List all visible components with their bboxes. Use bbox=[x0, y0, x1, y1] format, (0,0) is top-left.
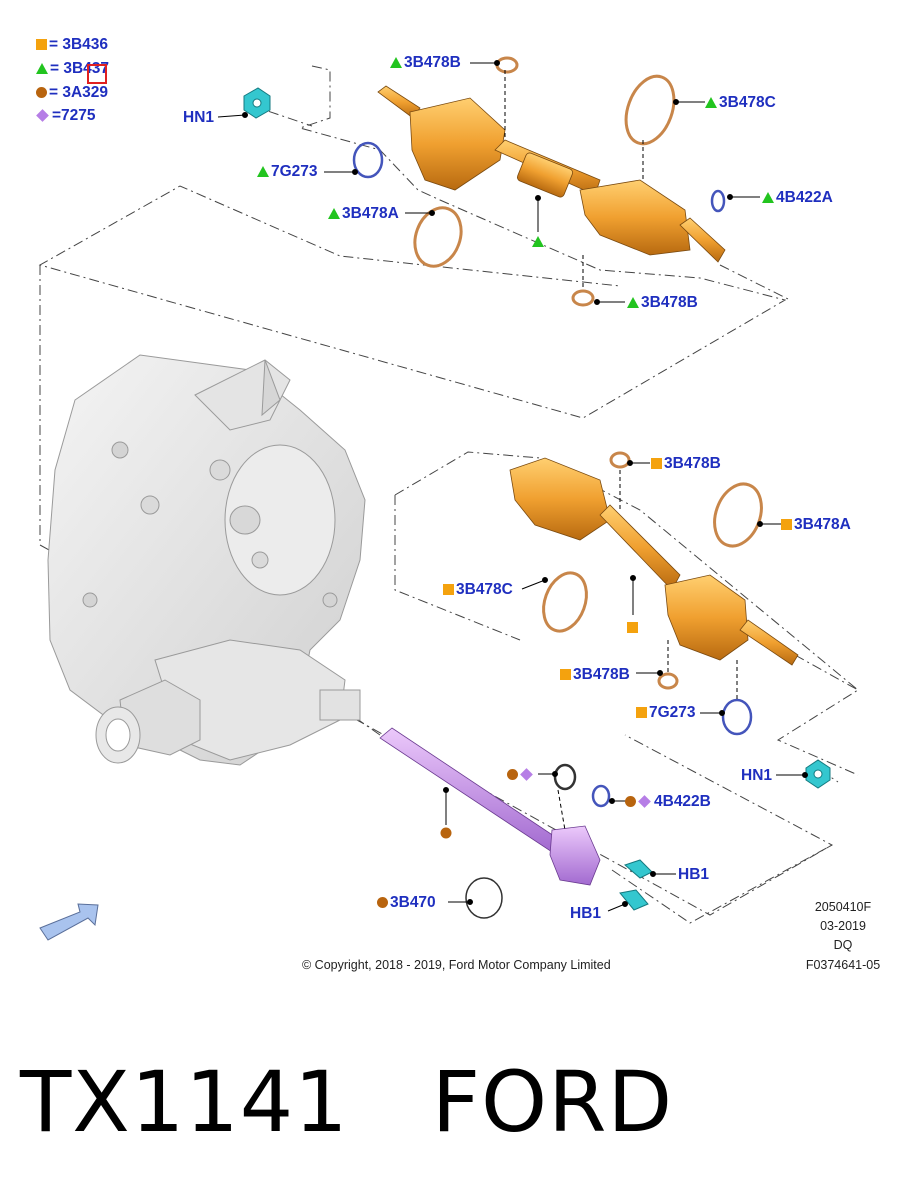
square-marker-icon bbox=[636, 707, 647, 719]
callout-7275-ring[interactable] bbox=[507, 766, 536, 784]
legend-diamond: =7275 bbox=[36, 107, 96, 125]
diagram-date: 03-2019 bbox=[820, 919, 866, 933]
square-marker-icon bbox=[36, 39, 47, 51]
triangle-marker-icon bbox=[390, 57, 402, 69]
circle-marker-icon bbox=[36, 87, 47, 99]
triangle-marker-icon bbox=[762, 192, 774, 204]
triangle-marker-icon bbox=[257, 166, 269, 178]
callout-3b478c-top[interactable]: 3B478C bbox=[705, 94, 776, 112]
exploded-parts-diagram bbox=[38, 56, 859, 941]
callout-3b478b-mid2[interactable]: 3B478B bbox=[560, 666, 630, 684]
top-driveshaft bbox=[377, 85, 726, 263]
square-marker-icon bbox=[651, 458, 662, 470]
legend-circle: = 3A329 bbox=[36, 84, 108, 102]
transmission-housing bbox=[47, 354, 366, 766]
middle-driveshaft bbox=[509, 457, 799, 666]
diamond-marker-icon bbox=[520, 768, 533, 782]
callout-hb1-a[interactable]: HB1 bbox=[678, 866, 710, 883]
bolt-icon bbox=[619, 859, 653, 911]
circle-marker-icon bbox=[377, 897, 388, 909]
callout-7g273-top[interactable]: 7G273 bbox=[257, 163, 318, 181]
callout-3b478b-mid[interactable]: 3B478B bbox=[651, 455, 721, 473]
callout-hn1-top[interactable]: HN1 bbox=[183, 109, 215, 126]
circle-marker-icon bbox=[507, 769, 518, 781]
triangle-marker-icon bbox=[328, 208, 340, 220]
callout-3b478b-top2[interactable]: 3B478B bbox=[627, 294, 698, 312]
callout-3b478a-mid[interactable]: 3B478A bbox=[781, 516, 851, 534]
copyright-notice: © Copyright, 2018 - 2019, Ford Motor Com… bbox=[302, 958, 611, 972]
diagram-reference: F0374641-05 bbox=[805, 958, 881, 972]
callout-7g273-mid[interactable]: 7G273 bbox=[636, 704, 696, 722]
square-marker-icon bbox=[781, 519, 792, 531]
direction-arrow-icon bbox=[39, 903, 99, 941]
diamond-marker-icon bbox=[36, 109, 49, 123]
callout-3b478a-top[interactable]: 3B478A bbox=[328, 205, 399, 223]
square-marker-icon bbox=[443, 584, 454, 596]
square-marker-icon bbox=[627, 622, 638, 633]
highlight-box bbox=[87, 64, 107, 84]
intermediate-shaft bbox=[379, 727, 601, 886]
callout-4b422a[interactable]: 4B422A bbox=[762, 189, 833, 207]
diagram-initials: DQ bbox=[833, 938, 853, 952]
callout-3b470[interactable]: 3B470 bbox=[377, 894, 436, 912]
diagram-code: 2050410F bbox=[814, 900, 872, 914]
legend-square: = 3B436 bbox=[36, 36, 108, 54]
callout-hn1-right[interactable]: HN1 bbox=[741, 767, 773, 784]
circle-marker-icon bbox=[440, 827, 452, 839]
triangle-marker-icon bbox=[627, 297, 639, 309]
leader-lines bbox=[217, 60, 808, 912]
clamp-icon bbox=[413, 56, 763, 690]
circle-marker-icon bbox=[625, 796, 636, 808]
hex-nut-icon bbox=[243, 87, 831, 789]
triangle-marker-icon bbox=[36, 63, 48, 75]
triangle-marker-icon bbox=[532, 236, 544, 247]
callout-hb1-b[interactable]: HB1 bbox=[570, 905, 602, 922]
triangle-marker-icon bbox=[705, 97, 717, 109]
callout-4b422b[interactable]: 4B422B bbox=[625, 793, 711, 811]
callout-3b478b-top[interactable]: 3B478B bbox=[390, 54, 461, 72]
diamond-marker-icon bbox=[638, 795, 651, 809]
part-number-title: TX1141 FORD bbox=[20, 1053, 674, 1151]
callout-3b478c-mid[interactable]: 3B478C bbox=[443, 581, 513, 599]
square-marker-icon bbox=[560, 669, 571, 681]
